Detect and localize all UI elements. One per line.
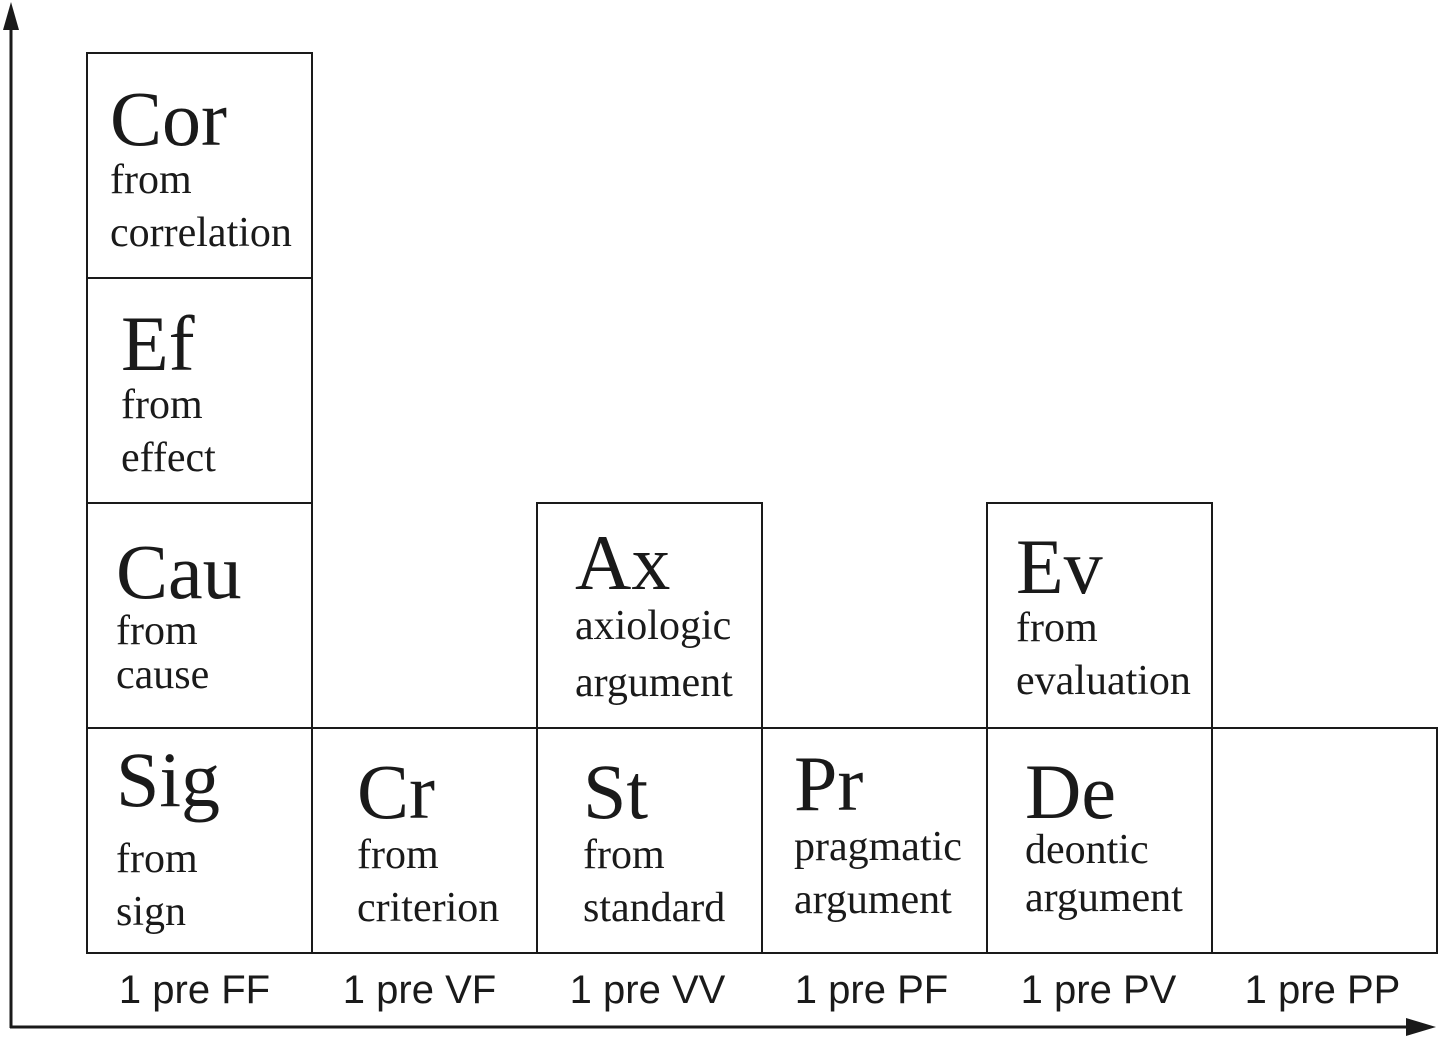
desc-st: from standard bbox=[583, 829, 725, 935]
desc-sig-line2: sign bbox=[116, 889, 187, 935]
category-label-vf: 1 pre VF bbox=[342, 968, 497, 1012]
cell-sig: Sig from sign bbox=[86, 727, 313, 954]
desc-cr-line1: from bbox=[357, 832, 439, 878]
desc-ax-line1: axiologic bbox=[575, 603, 732, 649]
desc-pr-line1: pragmatic bbox=[794, 824, 962, 870]
desc-cor-line2: correlation bbox=[110, 210, 292, 256]
abbr-cor: Cor bbox=[110, 75, 227, 162]
desc-ev-line2: evaluation bbox=[1016, 658, 1191, 704]
desc-de: deontic argument bbox=[1025, 826, 1183, 922]
cell-ef: Ef from effect bbox=[86, 277, 313, 504]
category-label-pf: 1 pre PF bbox=[794, 968, 949, 1012]
desc-cr: from criterion bbox=[357, 829, 499, 935]
cell-cau: Cau from cause bbox=[86, 502, 313, 729]
abbr-pr: Pr bbox=[794, 740, 864, 827]
desc-ef: from effect bbox=[121, 379, 216, 485]
abbr-de: De bbox=[1025, 748, 1116, 835]
abbr-ev: Ev bbox=[1016, 523, 1103, 610]
desc-de-line2: argument bbox=[1025, 875, 1183, 921]
desc-st-line2: standard bbox=[583, 885, 726, 931]
abbr-sig: Sig bbox=[116, 736, 221, 823]
cell-ax: Ax axiologic argument bbox=[536, 502, 763, 729]
abbr-ef: Ef bbox=[121, 300, 195, 387]
desc-cau: from cause bbox=[116, 609, 209, 697]
desc-ev: from evaluation bbox=[1016, 602, 1191, 708]
abbr-cau: Cau bbox=[116, 528, 242, 615]
desc-cor: from correlation bbox=[110, 154, 292, 260]
cell-pp-empty bbox=[1211, 727, 1438, 954]
abbr-st: St bbox=[583, 748, 649, 835]
desc-pr: pragmatic argument bbox=[794, 821, 962, 927]
desc-cau-line2: cause bbox=[116, 652, 210, 698]
category-label-ff: 1 pre FF bbox=[118, 968, 271, 1012]
category-label-pv: 1 pre PV bbox=[1020, 968, 1177, 1012]
abbr-cr: Cr bbox=[357, 748, 435, 835]
cell-cr: Cr from criterion bbox=[311, 727, 538, 954]
desc-ax-line2: argument bbox=[575, 660, 733, 706]
desc-st-line1: from bbox=[583, 832, 665, 878]
y-axis-arrowhead bbox=[3, 2, 19, 30]
category-label-vv: 1 pre VV bbox=[569, 968, 726, 1012]
desc-cor-line1: from bbox=[110, 157, 192, 203]
x-axis-arrowhead bbox=[1406, 1018, 1436, 1036]
cell-cor: Cor from correlation bbox=[86, 52, 313, 279]
desc-ev-line1: from bbox=[1016, 605, 1098, 651]
cell-pr: Pr pragmatic argument bbox=[761, 727, 988, 954]
desc-ax: axiologic argument bbox=[575, 598, 733, 712]
desc-cau-line1: from bbox=[116, 608, 198, 654]
desc-sig: from sign bbox=[116, 833, 198, 939]
desc-ef-line1: from bbox=[121, 382, 203, 428]
desc-ef-line2: effect bbox=[121, 435, 216, 481]
desc-cr-line2: criterion bbox=[357, 885, 500, 931]
cell-st: St from standard bbox=[536, 727, 763, 954]
cell-ev: Ev from evaluation bbox=[986, 502, 1213, 729]
desc-de-line1: deontic bbox=[1025, 827, 1149, 873]
desc-pr-line2: argument bbox=[794, 877, 952, 923]
desc-sig-line1: from bbox=[116, 836, 198, 882]
cell-de: De deontic argument bbox=[986, 727, 1213, 954]
abbr-ax: Ax bbox=[575, 519, 671, 606]
category-label-pp: 1 pre PP bbox=[1244, 968, 1401, 1012]
